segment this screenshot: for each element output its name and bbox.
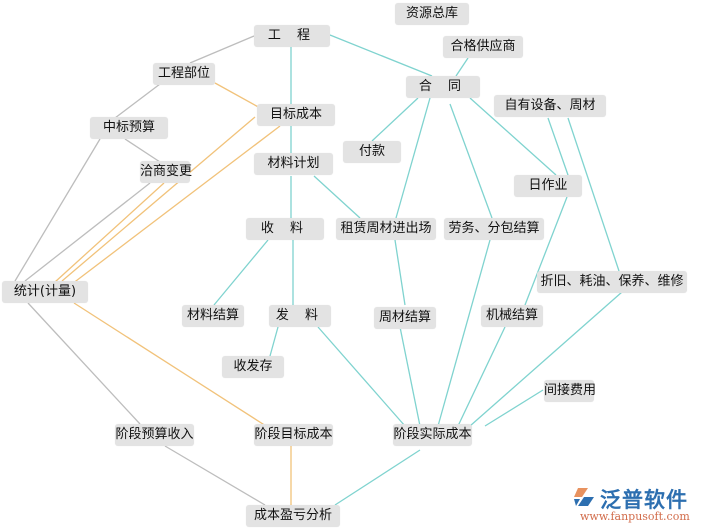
edge-gongcheng-hetong <box>329 34 433 77</box>
node-rizuoye[interactable]: 日作业 <box>514 175 582 197</box>
node-fukuan[interactable]: 付款 <box>343 141 401 163</box>
node-jieduan-shiji-chengben[interactable]: 阶段实际成本 <box>393 424 472 446</box>
edge-hetong-zulin <box>395 97 431 219</box>
edge-zhejiu-shiji <box>469 291 623 427</box>
node-shoufacun[interactable]: 收发存 <box>222 356 284 378</box>
node-faliao[interactable]: 发 料 <box>269 305 331 327</box>
node-zhoucai-jiesuan[interactable]: 周材结算 <box>374 307 436 329</box>
edge-gongyingshang-hetong <box>455 57 469 77</box>
node-mubiao-chengben[interactable]: 目标成本 <box>257 104 335 126</box>
edge-gongcheng-buwei <box>189 35 255 64</box>
node-ziyou-shebei[interactable]: 自有设备、周材 <box>494 95 606 117</box>
edge-mubiao-tongji-1 <box>61 116 256 282</box>
edge-shiji-yingkui <box>334 449 421 506</box>
edge-faliao-jieduan-shiji <box>317 326 406 427</box>
edge-tongji-jieduan-mubiao <box>73 302 267 427</box>
edge-hetong-laowu <box>449 103 493 219</box>
node-gongcheng-buwei[interactable]: 工程部位 <box>153 63 215 85</box>
node-ziyuan-zongku[interactable]: 资源总库 <box>395 3 469 25</box>
node-qiashang-biangeng[interactable]: 洽商变更 <box>140 161 192 183</box>
node-jixie-jiesuan[interactable]: 机械结算 <box>481 305 543 327</box>
edge-qiashang-tongji-orange <box>54 182 165 283</box>
node-hege-gongyingshang[interactable]: 合格供应商 <box>443 36 523 58</box>
node-cailiao-jiesuan[interactable]: 材料结算 <box>182 305 244 327</box>
node-zulin-zhoucai[interactable]: 租赁周材进出场 <box>336 218 436 240</box>
node-jieduan-yusuan-shouru[interactable]: 阶段预算收入 <box>115 424 194 446</box>
node-zhongbiao-yusuan[interactable]: 中标预算 <box>90 117 168 139</box>
node-jianjie-feiyong[interactable]: 间接费用 <box>544 380 596 402</box>
edge-jixie-shiji <box>457 326 506 427</box>
logo-url: www.fanpusoft.com <box>580 510 690 523</box>
edge-hetong-fukuan <box>371 97 419 142</box>
logo-mark-icon <box>574 488 594 506</box>
node-laowu-fenbao[interactable]: 劳务、分包结算 <box>444 218 544 240</box>
edge-shouliao-cailiao-jiesuan <box>213 239 269 306</box>
edge-rizuoye-jixie <box>524 196 568 306</box>
edge-laowu-shiji <box>437 239 491 427</box>
edge-jianjie-shiji <box>484 389 544 427</box>
node-chengben-yingkui[interactable]: 成本盈亏分析 <box>246 505 340 527</box>
edge-mubiao-tongji-2 <box>71 125 281 285</box>
edge-ziyou-rizuoye <box>547 117 569 176</box>
node-gongcheng[interactable]: 工 程 <box>254 25 330 47</box>
node-shouliao[interactable]: 收 料 <box>246 218 324 240</box>
node-cailiao-jihua[interactable]: 材料计划 <box>254 153 333 175</box>
edge-zhongbiao-tongji <box>14 138 101 282</box>
edge-tongji-yusuan-shouru <box>27 302 141 425</box>
edge-buwei-mubiao <box>214 82 263 110</box>
edge-zhongbiao-qiashang <box>124 138 161 163</box>
edge-ziyou-zhejiu <box>567 117 620 272</box>
edge-cailiao-jihua-zulin <box>313 175 361 219</box>
fanpusoft-logo: 泛普软件 www.fanpusoft.com <box>572 484 702 530</box>
edge-buwei-zhongbiao <box>114 83 161 119</box>
logo-title: 泛普软件 <box>600 488 688 512</box>
edge-qiashang-tongji <box>24 182 151 282</box>
node-zhejiu-haoyou[interactable]: 折旧、耗油、保养、维修 <box>537 271 687 293</box>
node-jieduan-mubiao-chengben[interactable]: 阶段目标成本 <box>254 424 333 446</box>
edge-faliao-shoufacun <box>269 326 279 357</box>
edge-yusuan-shouru-yingkui <box>164 445 266 506</box>
edge-hetong-rizuoye <box>469 97 557 176</box>
node-tongji-jiliang[interactable]: 统计(计量) <box>2 281 88 303</box>
node-hetong[interactable]: 合 同 <box>406 76 480 98</box>
edge-zulin-zhoucai-jiesuan <box>394 239 406 306</box>
edge-zhoucai-jiesuan-shiji <box>399 326 421 427</box>
